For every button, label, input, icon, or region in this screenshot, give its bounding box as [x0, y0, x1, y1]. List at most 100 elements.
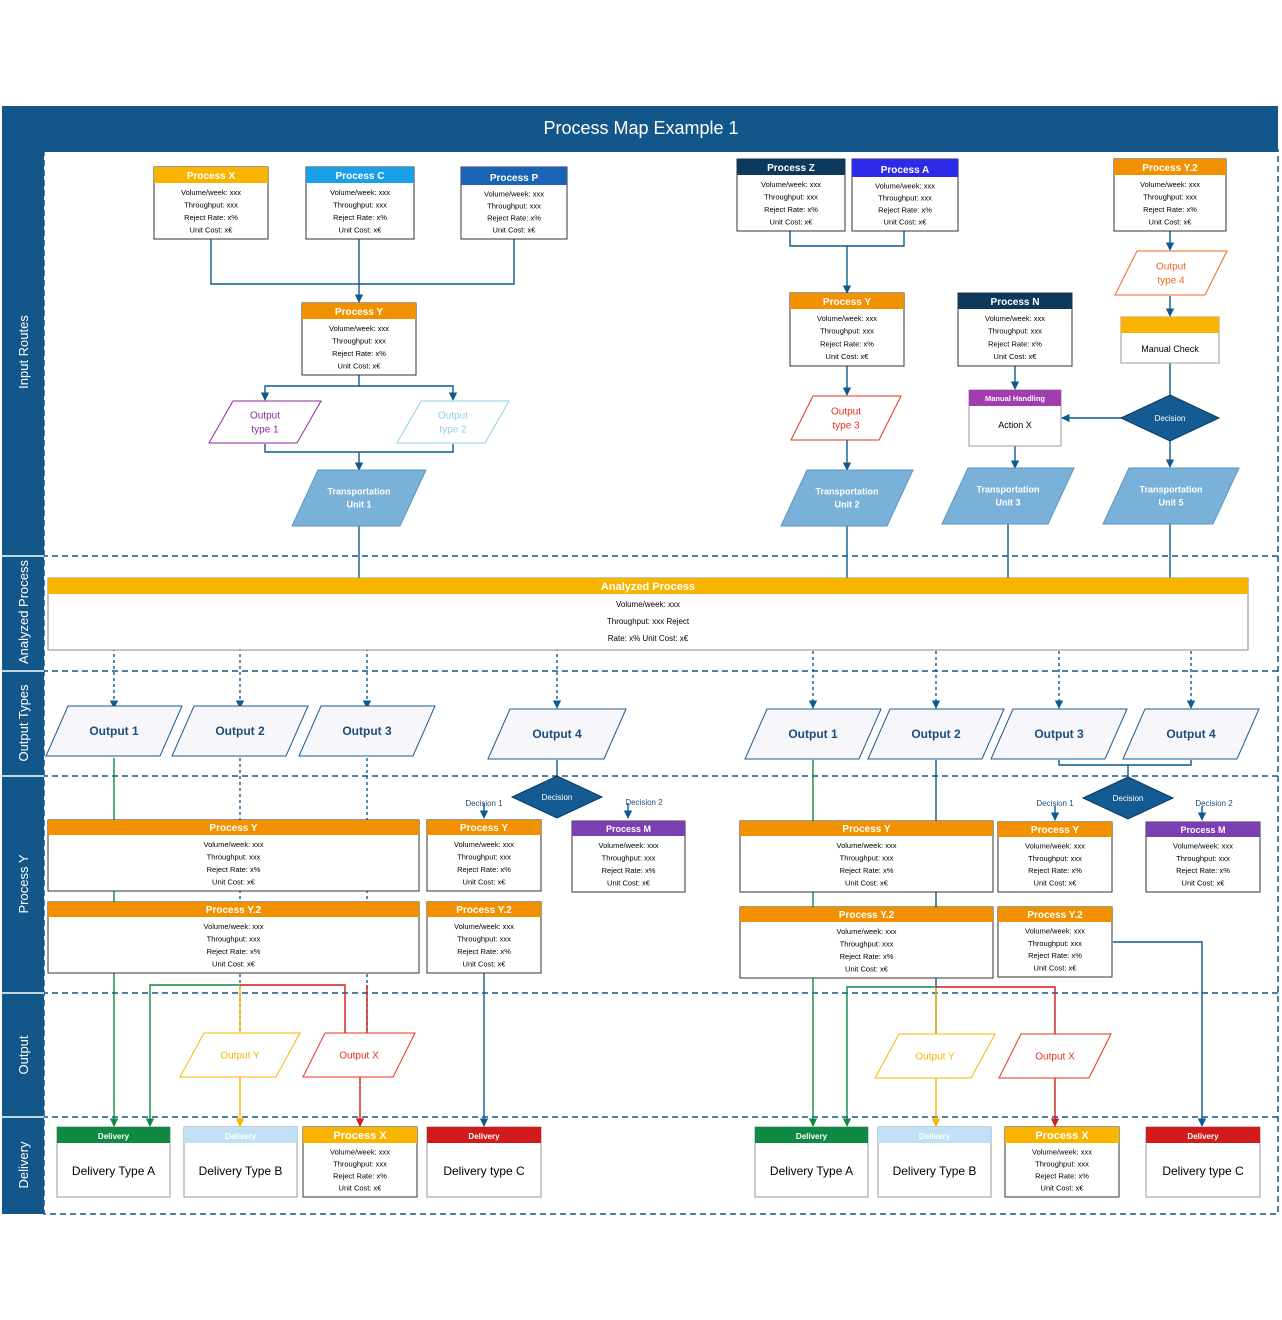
- process-box-title: Process Y.2: [1027, 910, 1083, 921]
- shape-text: Output 3: [1034, 727, 1084, 741]
- process-box-title: Process P: [490, 173, 539, 184]
- output-y-left[interactable]: Output Y: [179, 1032, 301, 1078]
- output-3-right[interactable]: Output 3: [990, 708, 1128, 760]
- shape-text: Unit 3: [995, 498, 1020, 508]
- metric-line: Throughput: xxx: [602, 853, 656, 862]
- decision-top-right[interactable]: Decision: [1119, 394, 1221, 442]
- process-box-title: Process M: [1180, 825, 1225, 835]
- metric-line: Throughput: xxx: [840, 853, 894, 862]
- metric-line: Throughput: xxx: [840, 939, 894, 948]
- metric-line: Volume/week: xxx: [203, 922, 263, 931]
- decision-right[interactable]: Decision: [1081, 776, 1175, 820]
- process-box-header: [303, 1127, 417, 1143]
- output-1-left[interactable]: Output 1: [45, 705, 183, 757]
- delivery-label: Delivery Type A: [770, 1164, 853, 1178]
- manual-check-header: [1121, 317, 1219, 333]
- output-x-right[interactable]: Output X: [998, 1033, 1112, 1079]
- shape-text: Transportation: [327, 487, 390, 497]
- process-box-header: [572, 821, 685, 836]
- output-2-right[interactable]: Output 2: [867, 708, 1005, 760]
- output-4-left[interactable]: Output 4: [487, 708, 627, 760]
- process-box-title: Process Y.2: [456, 905, 512, 916]
- metric-line: Throughput: xxx: [184, 200, 238, 209]
- metric-line: Unit Cost: x€: [463, 877, 507, 886]
- connector-line: [210, 239, 515, 285]
- metric-line: Volume/week: xxx: [1032, 1147, 1092, 1156]
- delivery-header: [1146, 1127, 1260, 1143]
- parallelogram-shape: [867, 708, 1005, 760]
- output-1-right[interactable]: Output 1: [744, 708, 882, 760]
- metric-line: Reject Rate: x%: [207, 865, 261, 874]
- analyzed-process-title: Analyzed Process: [601, 581, 695, 593]
- metric-line: Unit Cost: x€: [770, 217, 814, 226]
- output-3-left[interactable]: Output 3: [298, 705, 436, 757]
- output-x-left[interactable]: Output X: [302, 1032, 416, 1078]
- metric-line: Throughput: xxx: [333, 200, 387, 209]
- metric-line: Unit Cost: x€: [884, 217, 928, 226]
- metric-line: Unit Cost: x€: [212, 959, 256, 968]
- metric-line: Volume/week: xxx: [1140, 180, 1200, 189]
- manual-check-box[interactable]: Manual Check: [1120, 316, 1220, 364]
- page-title: Process Map Example 1: [543, 118, 738, 138]
- metric-line: Reject Rate: x%: [1176, 866, 1230, 875]
- output-2-left[interactable]: Output 2: [171, 705, 309, 757]
- parallelogram-shape: [487, 708, 627, 760]
- manual-handling-title: Manual Handling: [985, 394, 1045, 403]
- output-4-right[interactable]: Output 4: [1122, 708, 1260, 760]
- output-y-right[interactable]: Output Y: [874, 1033, 996, 1079]
- parallelogram-shape: [1114, 250, 1228, 296]
- shape-text: Unit 5: [1158, 498, 1183, 508]
- process-box-title: Process N: [991, 297, 1040, 308]
- connector-line: [359, 385, 458, 401]
- connector-line: [936, 986, 1056, 1034]
- delivery-title: Delivery: [98, 1132, 130, 1141]
- process-box-title: Process X: [1035, 1130, 1089, 1142]
- process-box-title: Process Y.2: [206, 905, 262, 916]
- decision-label: Decision: [1155, 414, 1186, 423]
- shape-text: Output 1: [89, 724, 139, 738]
- decision-left[interactable]: Decision: [510, 775, 604, 819]
- shape-text: Output: [1156, 262, 1186, 273]
- decision-2-label-right: Decision 2: [1195, 799, 1233, 808]
- decision-shape: [510, 775, 604, 819]
- shape-text: type 1: [251, 425, 279, 436]
- metric-line: Volume/week: xxx: [454, 922, 514, 931]
